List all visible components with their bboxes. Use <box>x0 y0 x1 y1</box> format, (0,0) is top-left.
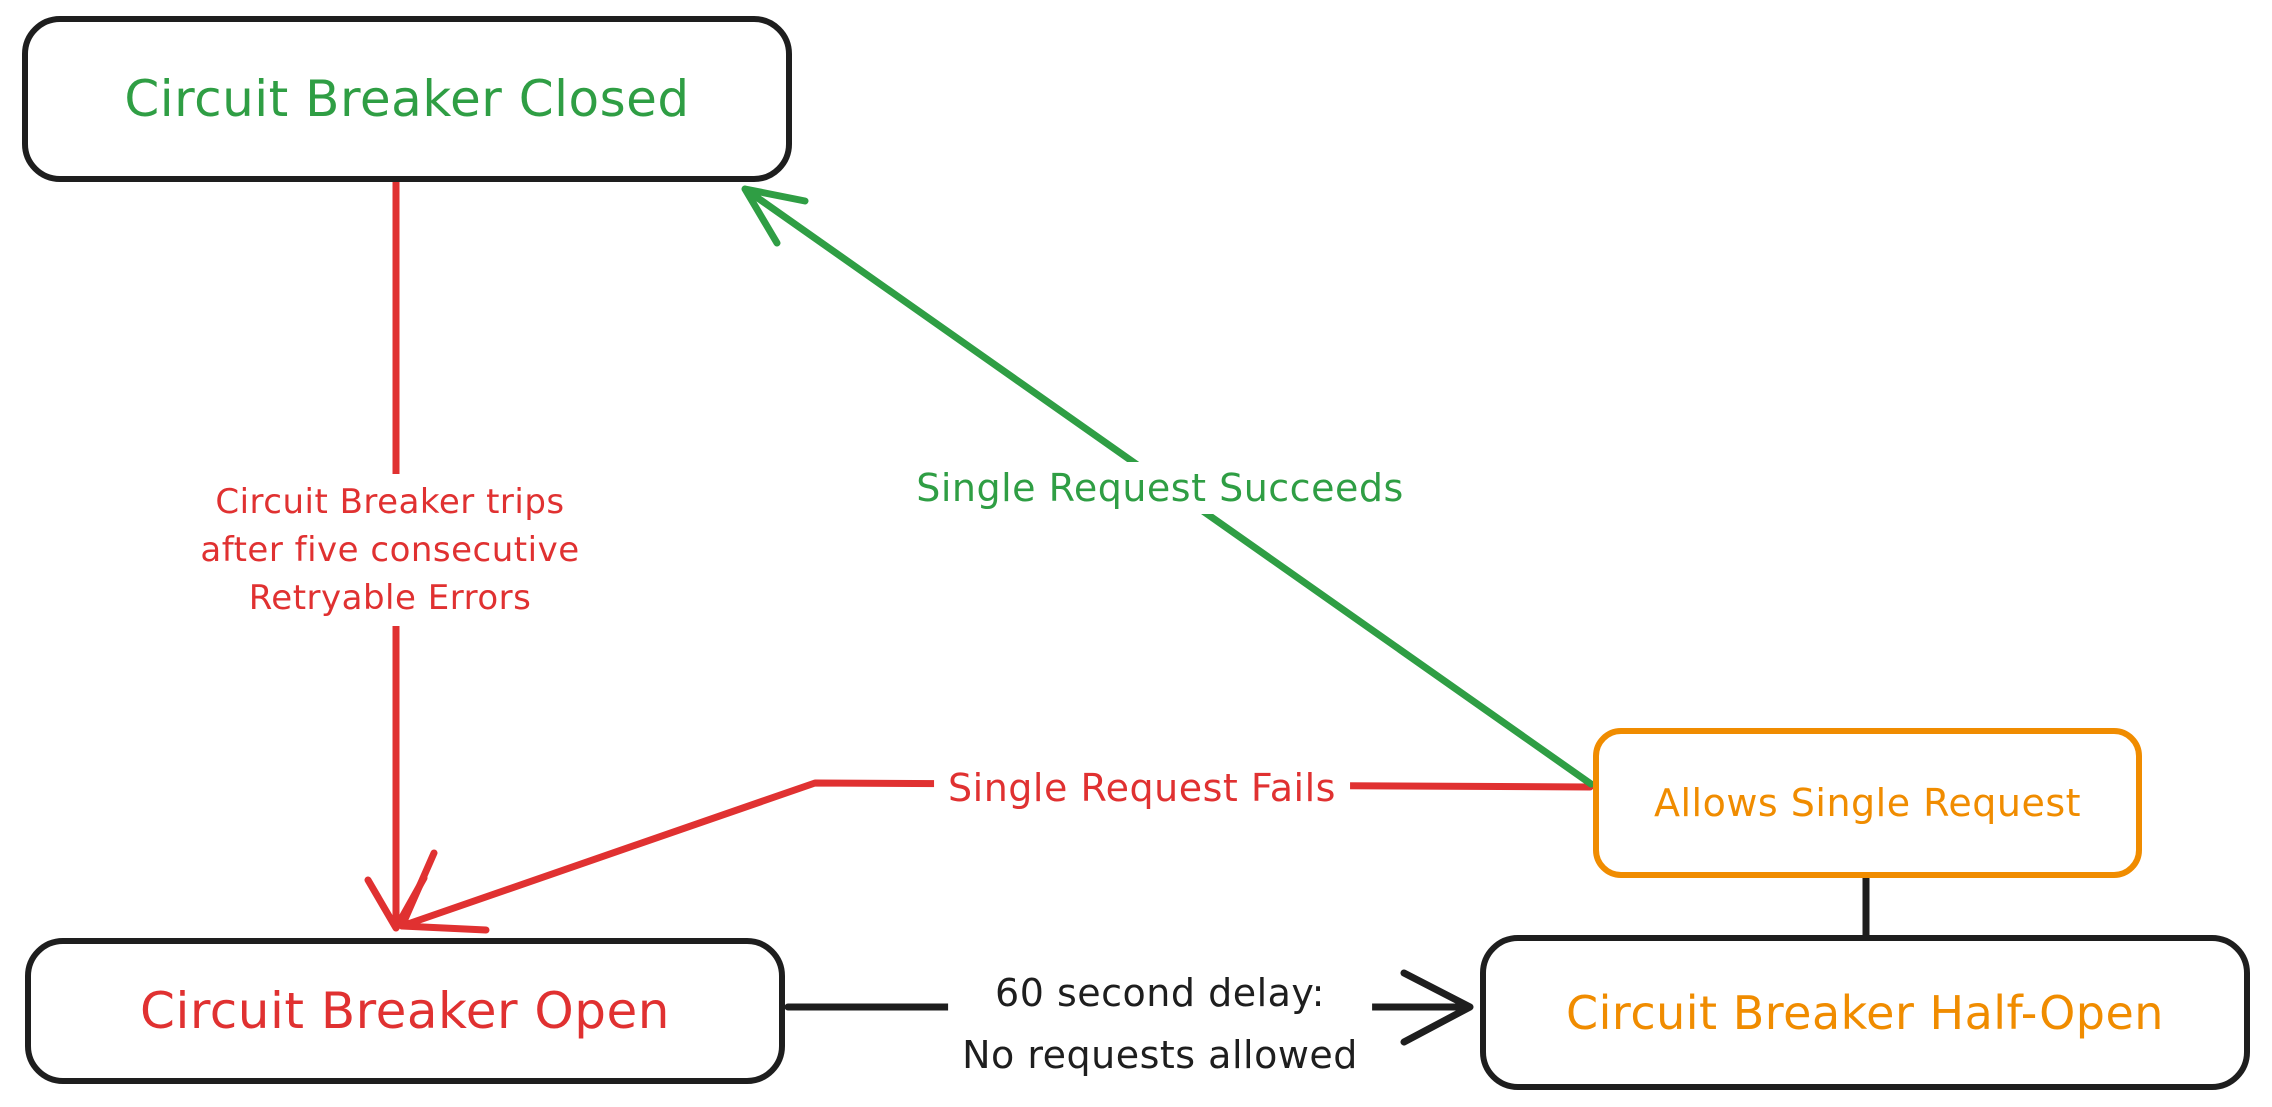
edge-label-trips: Circuit Breaker trips after five consecu… <box>186 474 594 626</box>
edge-label-delay-line1: 60 second delay: <box>995 971 1325 1015</box>
edge-label-succeeds: Single Request Succeeds <box>902 462 1418 514</box>
state-node-open: Circuit Breaker Open <box>25 938 785 1084</box>
state-label-open: Circuit Breaker Open <box>140 982 670 1040</box>
edge-label-delay: 60 second delay: No requests allowed <box>948 958 1372 1090</box>
state-label-allows-single-request: Allows Single Request <box>1653 781 2082 825</box>
edge-label-trips-line2: after five consecutive <box>200 530 580 570</box>
edge-label-trips-line1: Circuit Breaker trips <box>215 482 565 522</box>
edge-label-trips-line3: Retryable Errors <box>248 578 532 618</box>
state-node-half-open: Circuit Breaker Half-Open <box>1480 935 2250 1090</box>
state-node-allows-single-request: Allows Single Request <box>1593 728 2142 878</box>
edge-label-fails: Single Request Fails <box>934 762 1350 814</box>
edge-label-delay-line2: No requests allowed <box>962 1033 1358 1077</box>
state-label-closed: Circuit Breaker Closed <box>124 70 690 128</box>
state-label-half-open: Circuit Breaker Half-Open <box>1566 985 2164 1040</box>
state-node-closed: Circuit Breaker Closed <box>22 16 792 182</box>
